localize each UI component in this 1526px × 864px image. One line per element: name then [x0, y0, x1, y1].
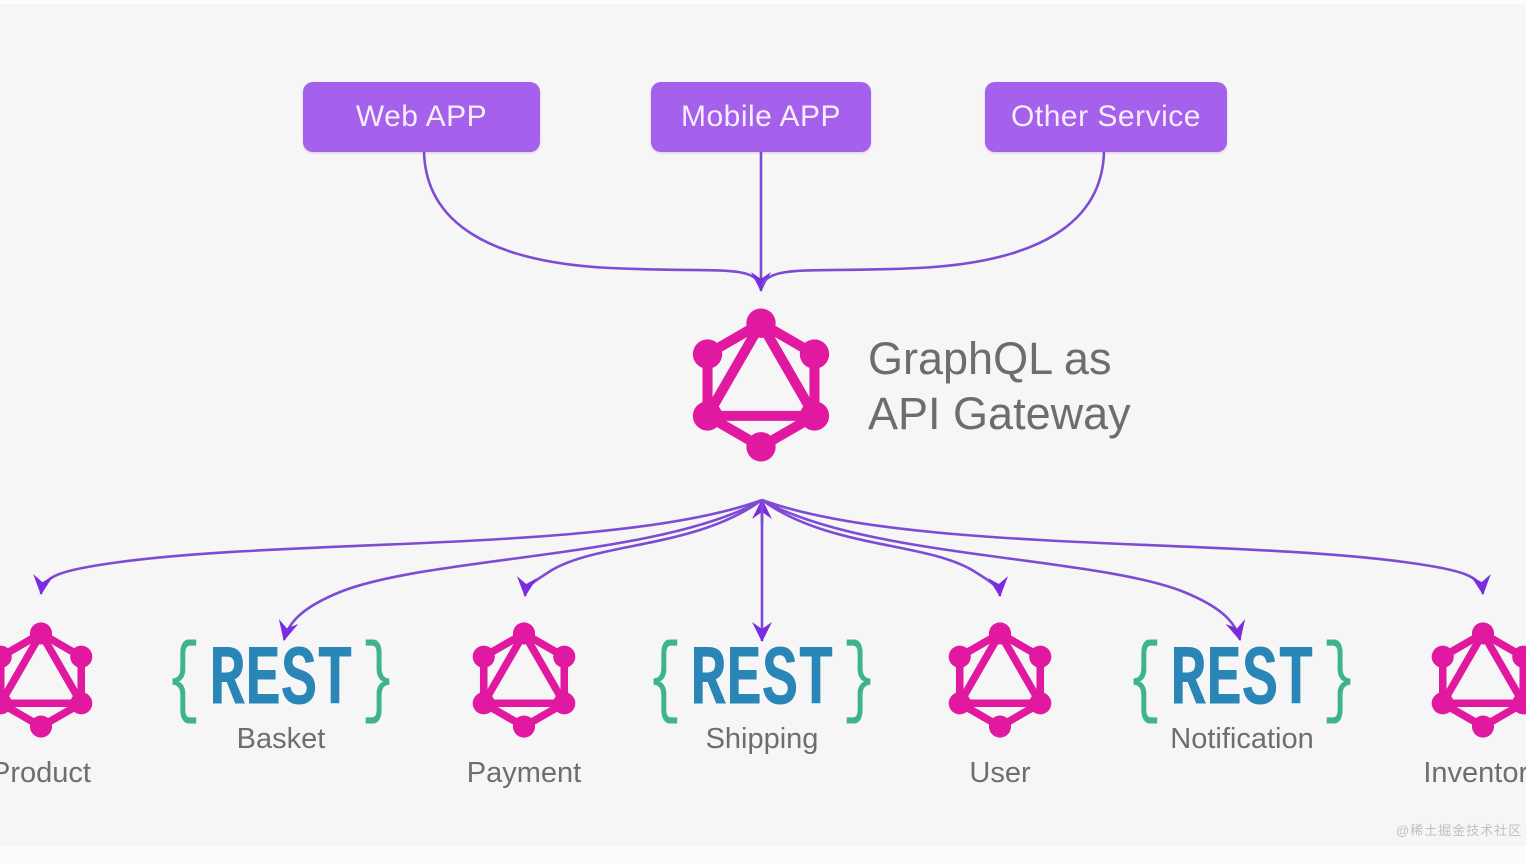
edge-highlight-top: [0, 0, 1526, 4]
service-label: Shipping: [705, 723, 819, 755]
gateway-title-line1: GraphQL as: [868, 333, 1112, 384]
rest-close-brace: }: [361, 631, 396, 733]
service-basket: { REST } Basket: [161, 632, 401, 756]
graphql-icon: [0, 616, 105, 744]
arrow-gateway-to-payment: [516, 498, 763, 597]
rest-open-brace: {: [647, 631, 682, 733]
gateway-title-line2: API Gateway: [868, 388, 1131, 439]
service-shipping: { REST } Shipping: [642, 632, 882, 756]
graphql-gateway-icon: [676, 300, 846, 470]
arrow-other-service-to-gateway: [760, 151, 1106, 287]
service-label: Notification: [1170, 723, 1314, 755]
client-label: Web APP: [355, 100, 488, 133]
client-label: Other Service: [1011, 100, 1201, 133]
rest-close-brace: }: [842, 631, 877, 733]
service-product: Product: [0, 616, 161, 790]
graphql-icon: [1419, 616, 1526, 744]
rest-open-brace: {: [1127, 631, 1162, 733]
client-box-mobile-app: Mobile APP: [651, 82, 871, 152]
arrow-gateway-to-product: [33, 498, 763, 595]
service-label: Payment: [466, 757, 582, 789]
gateway-title: GraphQL as API Gateway: [868, 331, 1131, 441]
rest-close-brace: }: [1322, 631, 1357, 733]
rest-logo: { REST }: [1122, 632, 1362, 733]
service-label: Basket: [236, 723, 326, 755]
rest-logo: { REST }: [642, 632, 882, 733]
arrow-gateway-to-inventory: [761, 498, 1491, 595]
graphql-icon: [936, 616, 1064, 744]
rest-text: REST: [208, 633, 354, 731]
service-label: Product: [0, 757, 91, 789]
edge-highlight-bottom: [0, 846, 1526, 864]
client-box-other-service: Other Service: [985, 82, 1227, 152]
rest-logo: { REST }: [161, 632, 401, 733]
service-label: Inventory: [1423, 757, 1526, 789]
rest-open-brace: {: [166, 631, 201, 733]
service-inventory: Inventory: [1363, 616, 1526, 790]
service-notification: { REST } Notification: [1122, 632, 1362, 756]
client-box-web-app: Web APP: [303, 82, 540, 152]
service-user: User: [880, 616, 1120, 790]
client-label: Mobile APP: [680, 100, 842, 133]
graphql-icon: [460, 616, 588, 744]
service-label: User: [969, 757, 1031, 789]
rest-text: REST: [689, 633, 835, 731]
arrow-web-app-to-gateway: [422, 151, 762, 287]
rest-text: REST: [1169, 633, 1315, 731]
watermark: @稀土掘金技术社区: [1396, 823, 1523, 838]
service-payment: Payment: [404, 616, 644, 790]
arrow-gateway-to-user: [761, 498, 1009, 597]
